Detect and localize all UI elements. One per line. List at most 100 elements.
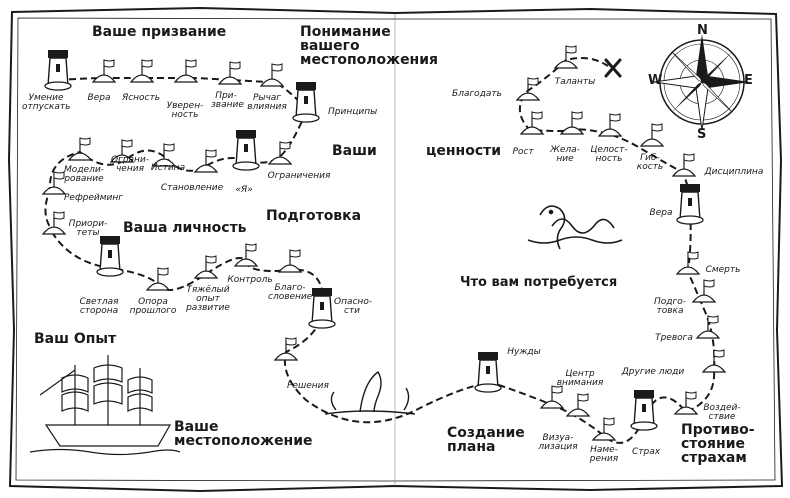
stop-modeling-label: Модели- рование bbox=[64, 165, 104, 184]
stop-control-label: Контроль bbox=[227, 275, 273, 285]
compass-rose-icon bbox=[653, 34, 750, 131]
stop-needs-label: Нужды bbox=[507, 347, 541, 357]
stop-decisions-label: Решения bbox=[287, 381, 329, 391]
stop-marker-icon bbox=[259, 63, 285, 87]
stop-visualization-label: Визуа- лизация bbox=[538, 433, 578, 452]
stop-marker-icon bbox=[639, 123, 665, 147]
tower-marker-icon bbox=[96, 236, 124, 277]
stop-confidence-label: Уверен- ность bbox=[166, 101, 204, 120]
x-mark-icon bbox=[604, 58, 622, 78]
stop-marker-icon bbox=[597, 113, 623, 137]
stop-impact-label: Воздей- ствие bbox=[703, 403, 741, 422]
heading-calling: Ваше призвание bbox=[92, 24, 227, 40]
stop-gratitude-label: Благодать bbox=[452, 89, 502, 99]
stop-marker-icon bbox=[151, 143, 177, 167]
stop-discipline-label: Дисциплина bbox=[704, 167, 764, 177]
stop-marker-icon bbox=[695, 315, 721, 339]
stop-markers bbox=[41, 45, 727, 441]
compass-west-label: W bbox=[648, 73, 663, 88]
stop-bright-side-label: Светлая сторона bbox=[79, 297, 119, 316]
stop-calling-label: При- звание bbox=[211, 91, 244, 110]
stop-marker-icon bbox=[671, 153, 697, 177]
stop-hard-past-label: Тяжёлый опыт развитие bbox=[186, 285, 230, 313]
stop-truth-label: Истина bbox=[150, 163, 186, 173]
stop-faith-label: Вера bbox=[87, 93, 111, 103]
stop-self-label: «Я» bbox=[235, 185, 253, 195]
stop-marker-icon bbox=[701, 349, 727, 373]
stop-flexibility-label: Гиб- кость bbox=[636, 153, 664, 172]
tower-marker-icon bbox=[308, 288, 336, 329]
heading-values: ценности bbox=[426, 143, 502, 159]
stop-marker-icon bbox=[273, 337, 299, 361]
ship-icon bbox=[29, 355, 181, 456]
stop-marker-icon bbox=[565, 393, 591, 417]
stop-clarity-label: Ясность bbox=[121, 93, 161, 103]
heading-your: Ваши bbox=[332, 143, 377, 159]
tower-marker-icon bbox=[474, 352, 502, 393]
stop-marker-icon bbox=[41, 211, 67, 235]
tower-marker-icon bbox=[44, 50, 72, 91]
stop-marker-icon bbox=[217, 61, 243, 85]
stop-marker-icon bbox=[539, 385, 565, 409]
compass-north-label: N bbox=[697, 23, 708, 38]
stop-preparation-label: Подго- товка bbox=[654, 297, 686, 316]
stop-marker-icon bbox=[41, 171, 67, 195]
stop-intention-label: Наме- рения bbox=[589, 445, 619, 464]
heading-location: Ваше местоположение bbox=[174, 419, 313, 449]
stop-desires-label: Жела- ние bbox=[550, 145, 580, 164]
stop-letting-go-label: Умение отпускать bbox=[22, 93, 71, 112]
stop-marker-icon bbox=[173, 59, 199, 83]
stop-becoming-label: Становление bbox=[160, 183, 224, 193]
stop-talents-label: Таланты bbox=[554, 77, 596, 87]
stop-marker-icon bbox=[109, 139, 135, 163]
sea-serpent-icon bbox=[527, 205, 623, 250]
stop-leverage-label: Рычаг влияния bbox=[247, 93, 287, 112]
stop-death-label: Смерть bbox=[705, 265, 741, 275]
stop-marker-icon bbox=[67, 137, 93, 161]
stop-growth-label: Рост bbox=[512, 147, 534, 157]
compass-east-label: E bbox=[744, 73, 753, 88]
stop-marker-icon bbox=[91, 59, 117, 83]
stop-marker-icon bbox=[233, 243, 259, 267]
trail-segment-3 bbox=[51, 57, 716, 444]
stop-principles-label: Принципы bbox=[328, 107, 378, 117]
stop-priorities-label: Приори- теты bbox=[68, 219, 108, 238]
heading-what-you-need: Что вам потребуется bbox=[460, 275, 618, 290]
tower-marker-icon bbox=[292, 82, 320, 123]
heading-understanding: Понимание вашего местоположения bbox=[300, 24, 439, 68]
stop-marker-icon bbox=[519, 111, 545, 135]
stop-others-label: Другие люди bbox=[621, 367, 685, 377]
stop-limitations-2-label: Ограничения bbox=[267, 171, 331, 181]
stop-reframing-label: Рефрейминг bbox=[64, 193, 124, 203]
heading-preparation: Подготовка bbox=[266, 208, 362, 224]
heading-experience: Ваш Опыт bbox=[34, 331, 117, 347]
heading-plan: Создание плана bbox=[447, 425, 525, 455]
stop-marker-icon bbox=[691, 279, 717, 303]
stop-dangers-label: Опасно- сти bbox=[334, 297, 373, 316]
stop-past-support-label: Опора прошлого bbox=[129, 297, 177, 316]
tower-marker-icon bbox=[630, 390, 658, 431]
stop-fear-label: Страх bbox=[631, 447, 661, 457]
stop-marker-icon bbox=[673, 391, 699, 415]
stop-marker-icon bbox=[559, 111, 585, 135]
stop-anxiety-label: Тревога bbox=[655, 333, 693, 343]
tower-marker-icon bbox=[232, 130, 260, 171]
sea-monster-tentacles-icon bbox=[324, 370, 416, 415]
stop-marker-icon bbox=[267, 141, 293, 165]
stop-marker-icon bbox=[277, 249, 303, 273]
stop-blessing-label: Благо- словение bbox=[268, 283, 313, 302]
stop-marker-icon bbox=[675, 251, 701, 275]
stop-limitations-label: Ограни- чения bbox=[110, 155, 150, 174]
stop-marker-icon bbox=[193, 149, 219, 173]
stop-marker-icon bbox=[515, 77, 541, 101]
map-border bbox=[7, 6, 784, 493]
heading-personality: Ваша личность bbox=[123, 220, 247, 236]
stop-marker-icon bbox=[145, 267, 171, 291]
tower-marker-icon bbox=[676, 184, 704, 225]
compass-south-label: S bbox=[697, 127, 707, 142]
stop-integrity-label: Целост- ность bbox=[590, 145, 628, 164]
stop-focus-label: Центр внимания bbox=[556, 369, 604, 388]
stop-faith-2-label: Вера bbox=[649, 208, 673, 218]
